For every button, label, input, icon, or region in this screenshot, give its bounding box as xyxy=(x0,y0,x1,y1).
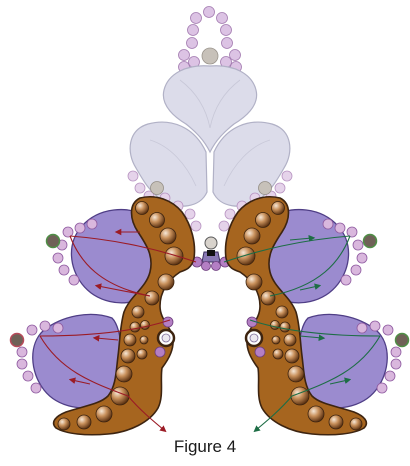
figure-caption: Figure 4 xyxy=(0,437,410,457)
top-grey-bead xyxy=(202,48,218,64)
left-lower-grey-bead xyxy=(11,334,24,347)
right-lower-grey-bead xyxy=(396,334,409,347)
left-upper-grey-bead xyxy=(47,235,60,248)
left-faded-gem xyxy=(130,122,207,206)
right-assembly xyxy=(224,197,409,435)
center-connector xyxy=(192,237,230,271)
right-faded-gem xyxy=(213,122,290,206)
right-white-bead xyxy=(250,334,258,342)
right-upper-grey-bead xyxy=(364,235,377,248)
left-white-bead xyxy=(162,334,170,342)
left-assembly xyxy=(11,197,197,435)
